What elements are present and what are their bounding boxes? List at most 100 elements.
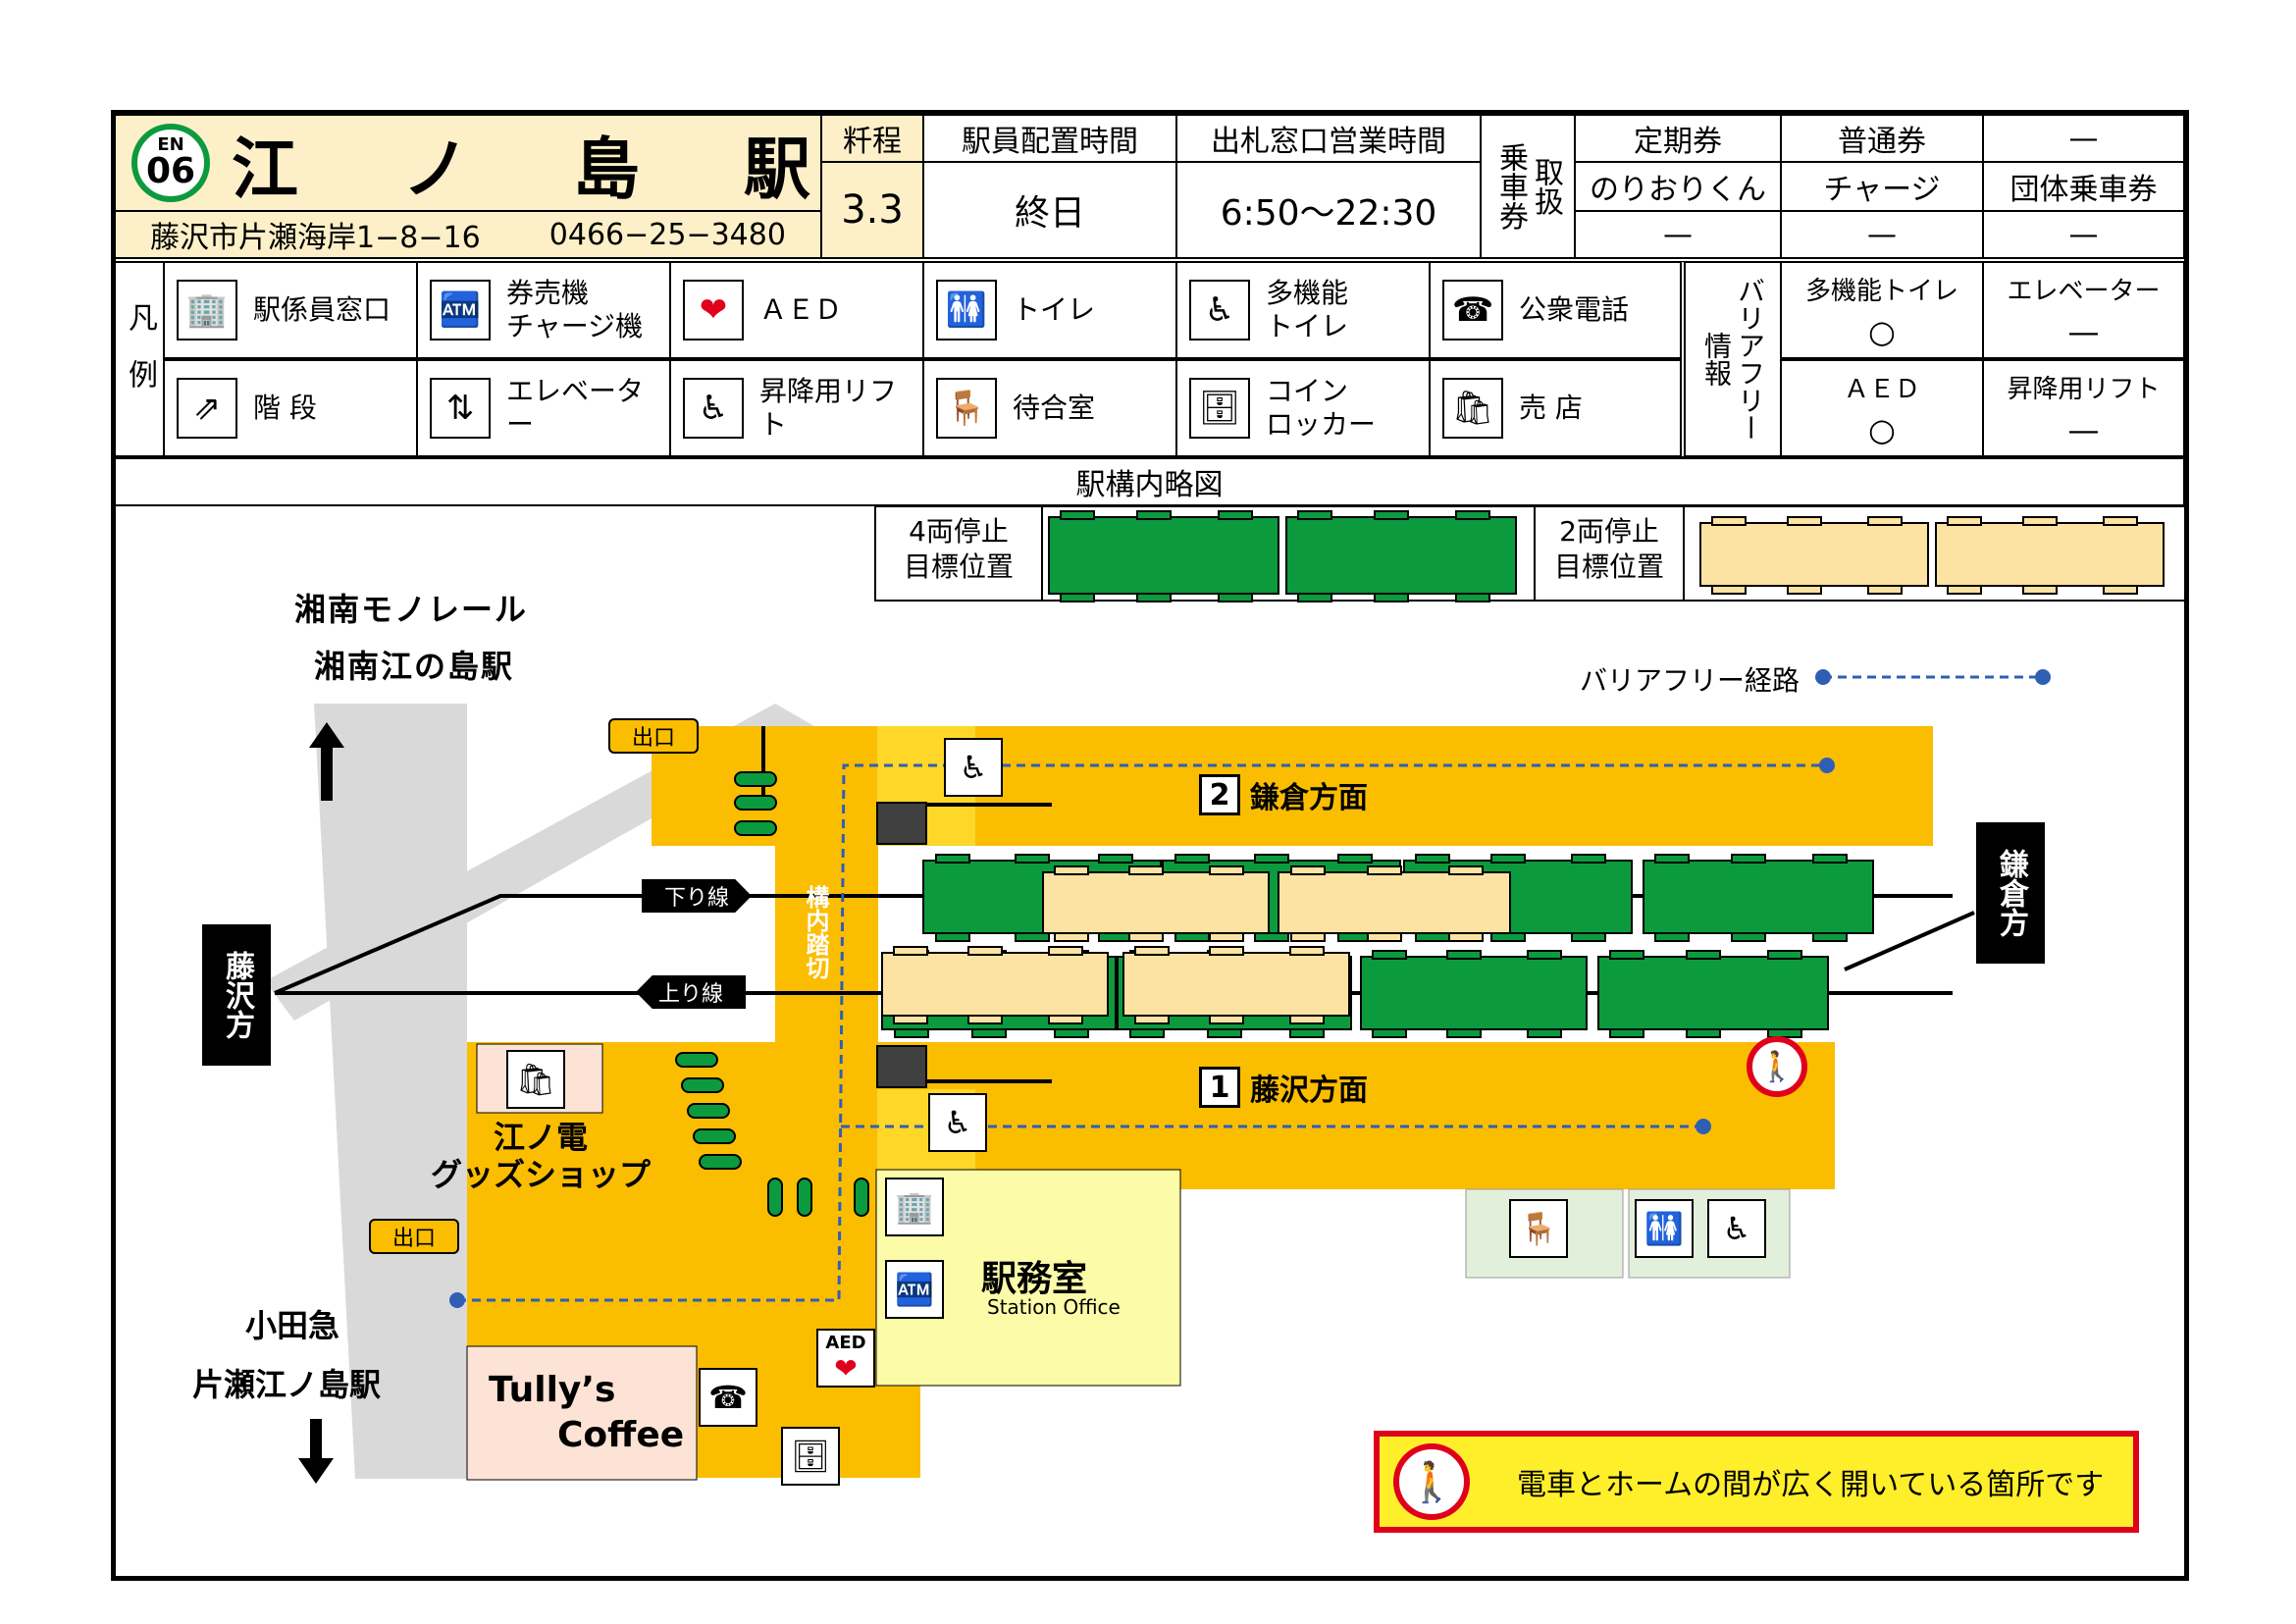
legend-item-phone: ☎公衆電話 — [1429, 261, 1682, 359]
legend-item-label: 多機能 トイレ — [1266, 277, 1349, 342]
train-door — [1812, 932, 1848, 942]
train-door — [1136, 593, 1172, 602]
monorail-station: 湘南江の島駅 — [314, 648, 515, 685]
kamakura-side-text: 鎌倉方 — [1994, 849, 2028, 937]
train-door — [1415, 854, 1450, 864]
north-arrow — [309, 722, 344, 801]
legend-item-ticket-window: 🏢 駅係員窓口 — [163, 261, 418, 359]
legend-item-label: 駅係員窓口 — [253, 293, 391, 326]
ticket-window-icon: 🏢 — [885, 1178, 944, 1236]
station-name-char-3: 島 — [572, 131, 640, 209]
train-door — [1254, 854, 1289, 864]
train-door — [1254, 932, 1289, 942]
stop2-label-box — [1534, 505, 1685, 602]
train-door — [1297, 593, 1332, 602]
ticket-window-icon: 🏢 — [177, 280, 237, 341]
office-label: 駅務室 — [981, 1259, 1088, 1299]
train-door — [1947, 516, 1982, 526]
barrier-free-item-label: エレベーター — [2007, 276, 2161, 306]
train-door — [1609, 950, 1644, 960]
train-car — [1122, 946, 1350, 1024]
down-line-text: 下り線 — [663, 886, 729, 911]
train-door — [1128, 932, 1164, 942]
fujisawa-side-text: 藤沢方 — [220, 951, 254, 1039]
train-door — [1711, 585, 1747, 595]
legend-label-text: 凡例 — [123, 302, 157, 416]
bollard — [734, 795, 777, 811]
train-door — [1337, 854, 1373, 864]
train-car — [1643, 854, 1874, 942]
stairs-icon: ⇗ — [177, 378, 237, 439]
barrier-free-item-value: ○ — [1868, 410, 1896, 448]
shop-icon: 🛍 — [1442, 378, 1503, 439]
train-door — [1289, 946, 1325, 956]
exit-label: 出口 — [631, 726, 675, 751]
train-door — [1209, 865, 1244, 875]
train-door — [1060, 510, 1095, 520]
train-door — [1527, 1028, 1562, 1038]
train-door — [1731, 932, 1766, 942]
stairs — [876, 802, 927, 1088]
route-legend-dot — [2035, 669, 2051, 685]
up-line-label: 上り線 — [636, 975, 746, 1009]
legend-item-ticket-machine: 🏧券売機 チャージ機 — [416, 261, 671, 359]
train-door — [1947, 585, 1982, 595]
crossing-label: 構内踏切 — [802, 885, 829, 979]
train-door — [894, 1028, 929, 1038]
south-arrow — [298, 1419, 334, 1484]
platform-2-sign: 2 鎌倉方面 — [1199, 773, 1368, 816]
exit-label: 出口 — [391, 1227, 436, 1251]
train-door — [1367, 932, 1402, 942]
exit-sign-north[interactable]: 出口 — [608, 718, 699, 754]
train-door — [1372, 1028, 1407, 1038]
train-door — [1048, 946, 1083, 956]
monorail-name: 湘南モノレール — [294, 591, 529, 628]
train-door — [1367, 865, 1402, 875]
bollard — [687, 1103, 730, 1119]
train-door — [1209, 1015, 1244, 1024]
train-door — [1609, 1028, 1644, 1038]
coin-locker-icon: 🗄 — [781, 1427, 840, 1486]
ticket-r3c3: — — [1982, 210, 2185, 259]
station-name-char-4: 駅 — [743, 131, 810, 209]
barrier-free-item: エレベーター — — [1982, 261, 2185, 359]
train-door — [935, 932, 970, 942]
ticket-handling-label: 乗車券 取扱 — [1480, 114, 1576, 259]
gap-warning-icon: 🚶 — [1393, 1443, 1470, 1520]
coin-locker-icon: 🗄 — [1189, 378, 1250, 439]
barrier-free-route — [457, 675, 2043, 1302]
tullys-label-1: Tully’s — [489, 1370, 616, 1410]
train-door — [1134, 946, 1170, 956]
legend-item-label: 階 段 — [253, 392, 317, 424]
train-door — [1455, 593, 1490, 602]
train-door — [1448, 932, 1484, 942]
train-door — [1446, 950, 1482, 960]
bollard — [675, 1052, 718, 1068]
station-name-char-1: 江 — [232, 131, 299, 209]
train-door — [1207, 1028, 1242, 1038]
train-door — [1812, 854, 1848, 864]
bollard — [693, 1128, 736, 1144]
odakyu-name: 小田急 — [245, 1307, 340, 1344]
station-address: 藤沢市片瀬海岸1−8−16 — [150, 221, 481, 255]
train-door — [893, 1015, 928, 1024]
aed-icon: AED❤ — [816, 1329, 875, 1388]
platform-1-sign: 1 藤沢方面 — [1199, 1066, 1368, 1109]
phone-icon: ☎ — [1442, 280, 1503, 341]
train-car — [881, 946, 1109, 1024]
barrier-free-item-value: — — [2067, 312, 2100, 350]
train-door — [1374, 510, 1409, 520]
train-door — [1711, 516, 1747, 526]
train-door — [1448, 865, 1484, 875]
legend-item-label: エレベーター — [506, 375, 645, 441]
train-door — [1289, 1015, 1325, 1024]
ticket-machine-icon: 🏧 — [430, 280, 491, 341]
train-car — [1048, 510, 1279, 602]
line-code: EN — [157, 134, 184, 155]
bollard — [734, 771, 777, 787]
train-car — [1360, 950, 1588, 1038]
barrier-free-item-value: ○ — [1868, 312, 1896, 350]
legend-item-toilet: 🚻トイレ — [922, 261, 1177, 359]
exit-sign-west[interactable]: 出口 — [369, 1219, 459, 1254]
train-door — [1048, 1015, 1083, 1024]
